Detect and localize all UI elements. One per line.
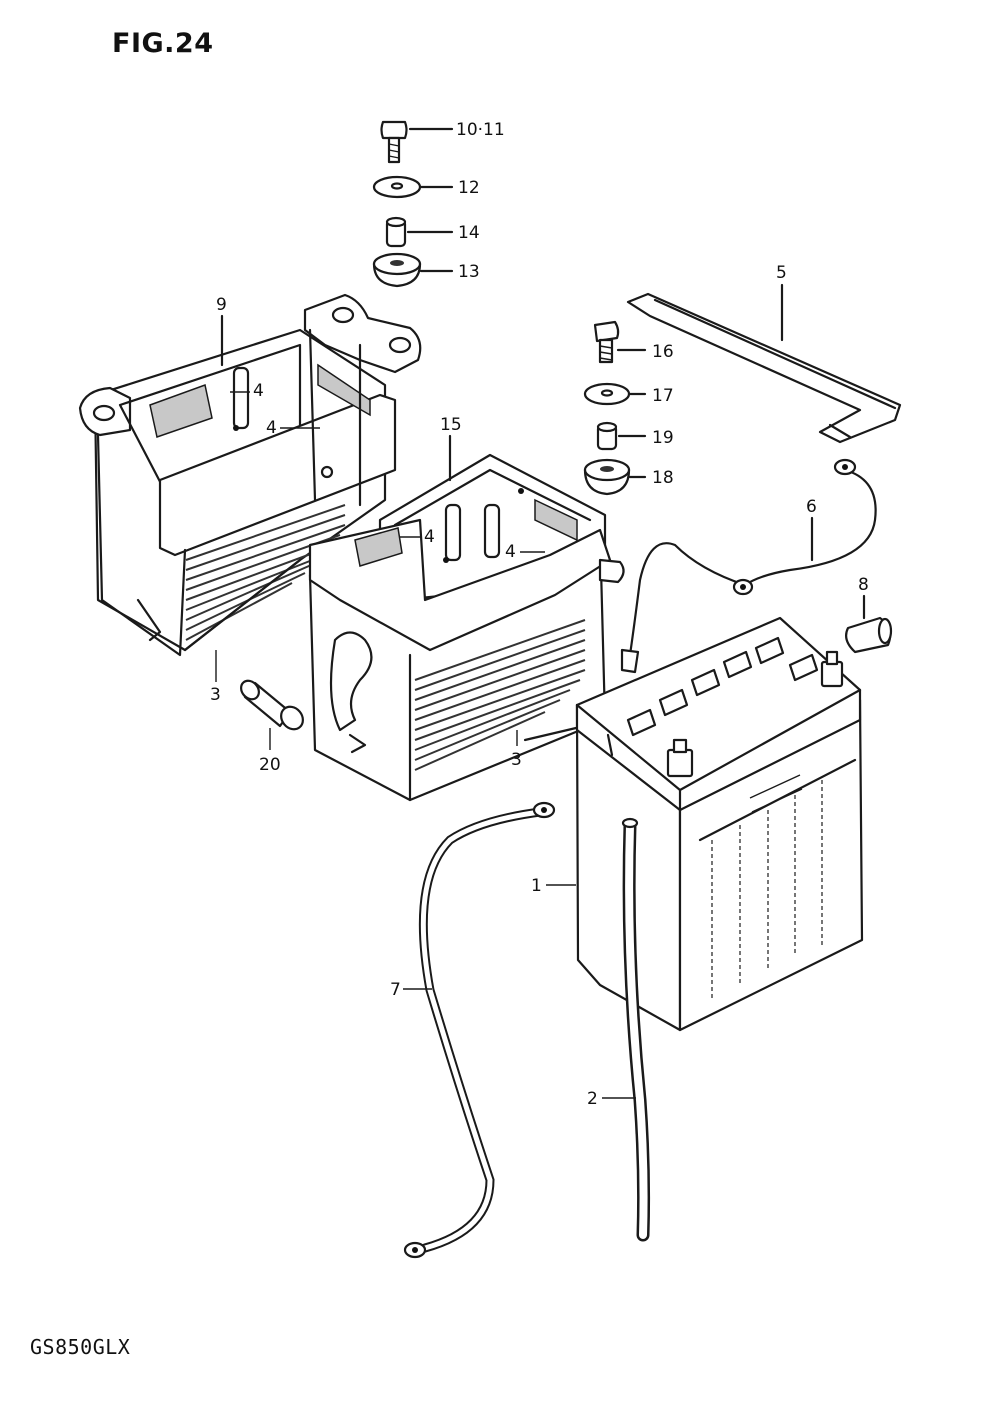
battery-holder-part-15[interactable] (308, 453, 625, 802)
callout-20: 20 (259, 755, 281, 775)
callout-13: 13 (458, 262, 480, 282)
battery-holder-part-9[interactable] (78, 293, 422, 657)
callout-4b: 4 (266, 418, 277, 438)
callout-12: 12 (458, 178, 480, 198)
callout-19: 19 (652, 428, 674, 448)
sleeve-part-20[interactable] (237, 677, 307, 733)
callout-1: 1 (531, 876, 542, 896)
battery-part-1[interactable] (575, 616, 864, 1032)
callout-4c: 4 (424, 527, 435, 547)
bolt-part-16[interactable] (593, 320, 647, 364)
battery-strap-part-5[interactable] (626, 292, 902, 444)
collar-part-14[interactable] (385, 216, 454, 248)
grommet-part-18[interactable] (583, 458, 647, 496)
callout-9: 9 (216, 295, 227, 315)
callout-14: 14 (458, 223, 480, 243)
callout-15: 15 (440, 415, 462, 435)
bolt-part-10-11[interactable] (380, 120, 454, 164)
callout-4d: 4 (505, 542, 516, 562)
callout-3b: 3 (511, 750, 522, 770)
callout-7: 7 (390, 980, 401, 1000)
callout-6: 6 (806, 497, 817, 517)
figure-title: FIG.24 (112, 28, 214, 59)
callout-17: 17 (652, 386, 674, 406)
collar-part-19[interactable] (596, 421, 647, 451)
callout-8: 8 (858, 575, 869, 595)
callout-16: 16 (652, 342, 674, 362)
terminal-cap-part-8[interactable] (845, 616, 893, 654)
callout-5: 5 (776, 263, 787, 283)
callout-10-11: 10·11 (456, 120, 505, 140)
callout-2: 2 (587, 1089, 598, 1109)
grommet-part-13[interactable] (372, 252, 454, 288)
washer-part-12[interactable] (372, 175, 454, 199)
callout-18: 18 (652, 468, 674, 488)
washer-part-17[interactable] (583, 382, 647, 406)
lead-wire-part-6[interactable] (620, 458, 877, 674)
callout-3a: 3 (210, 685, 221, 705)
breather-hose-part-2[interactable] (621, 817, 651, 1242)
callout-4a: 4 (253, 381, 264, 401)
battery-cable-part-7[interactable] (403, 801, 556, 1259)
model-code: GS850GLX (30, 1335, 131, 1359)
